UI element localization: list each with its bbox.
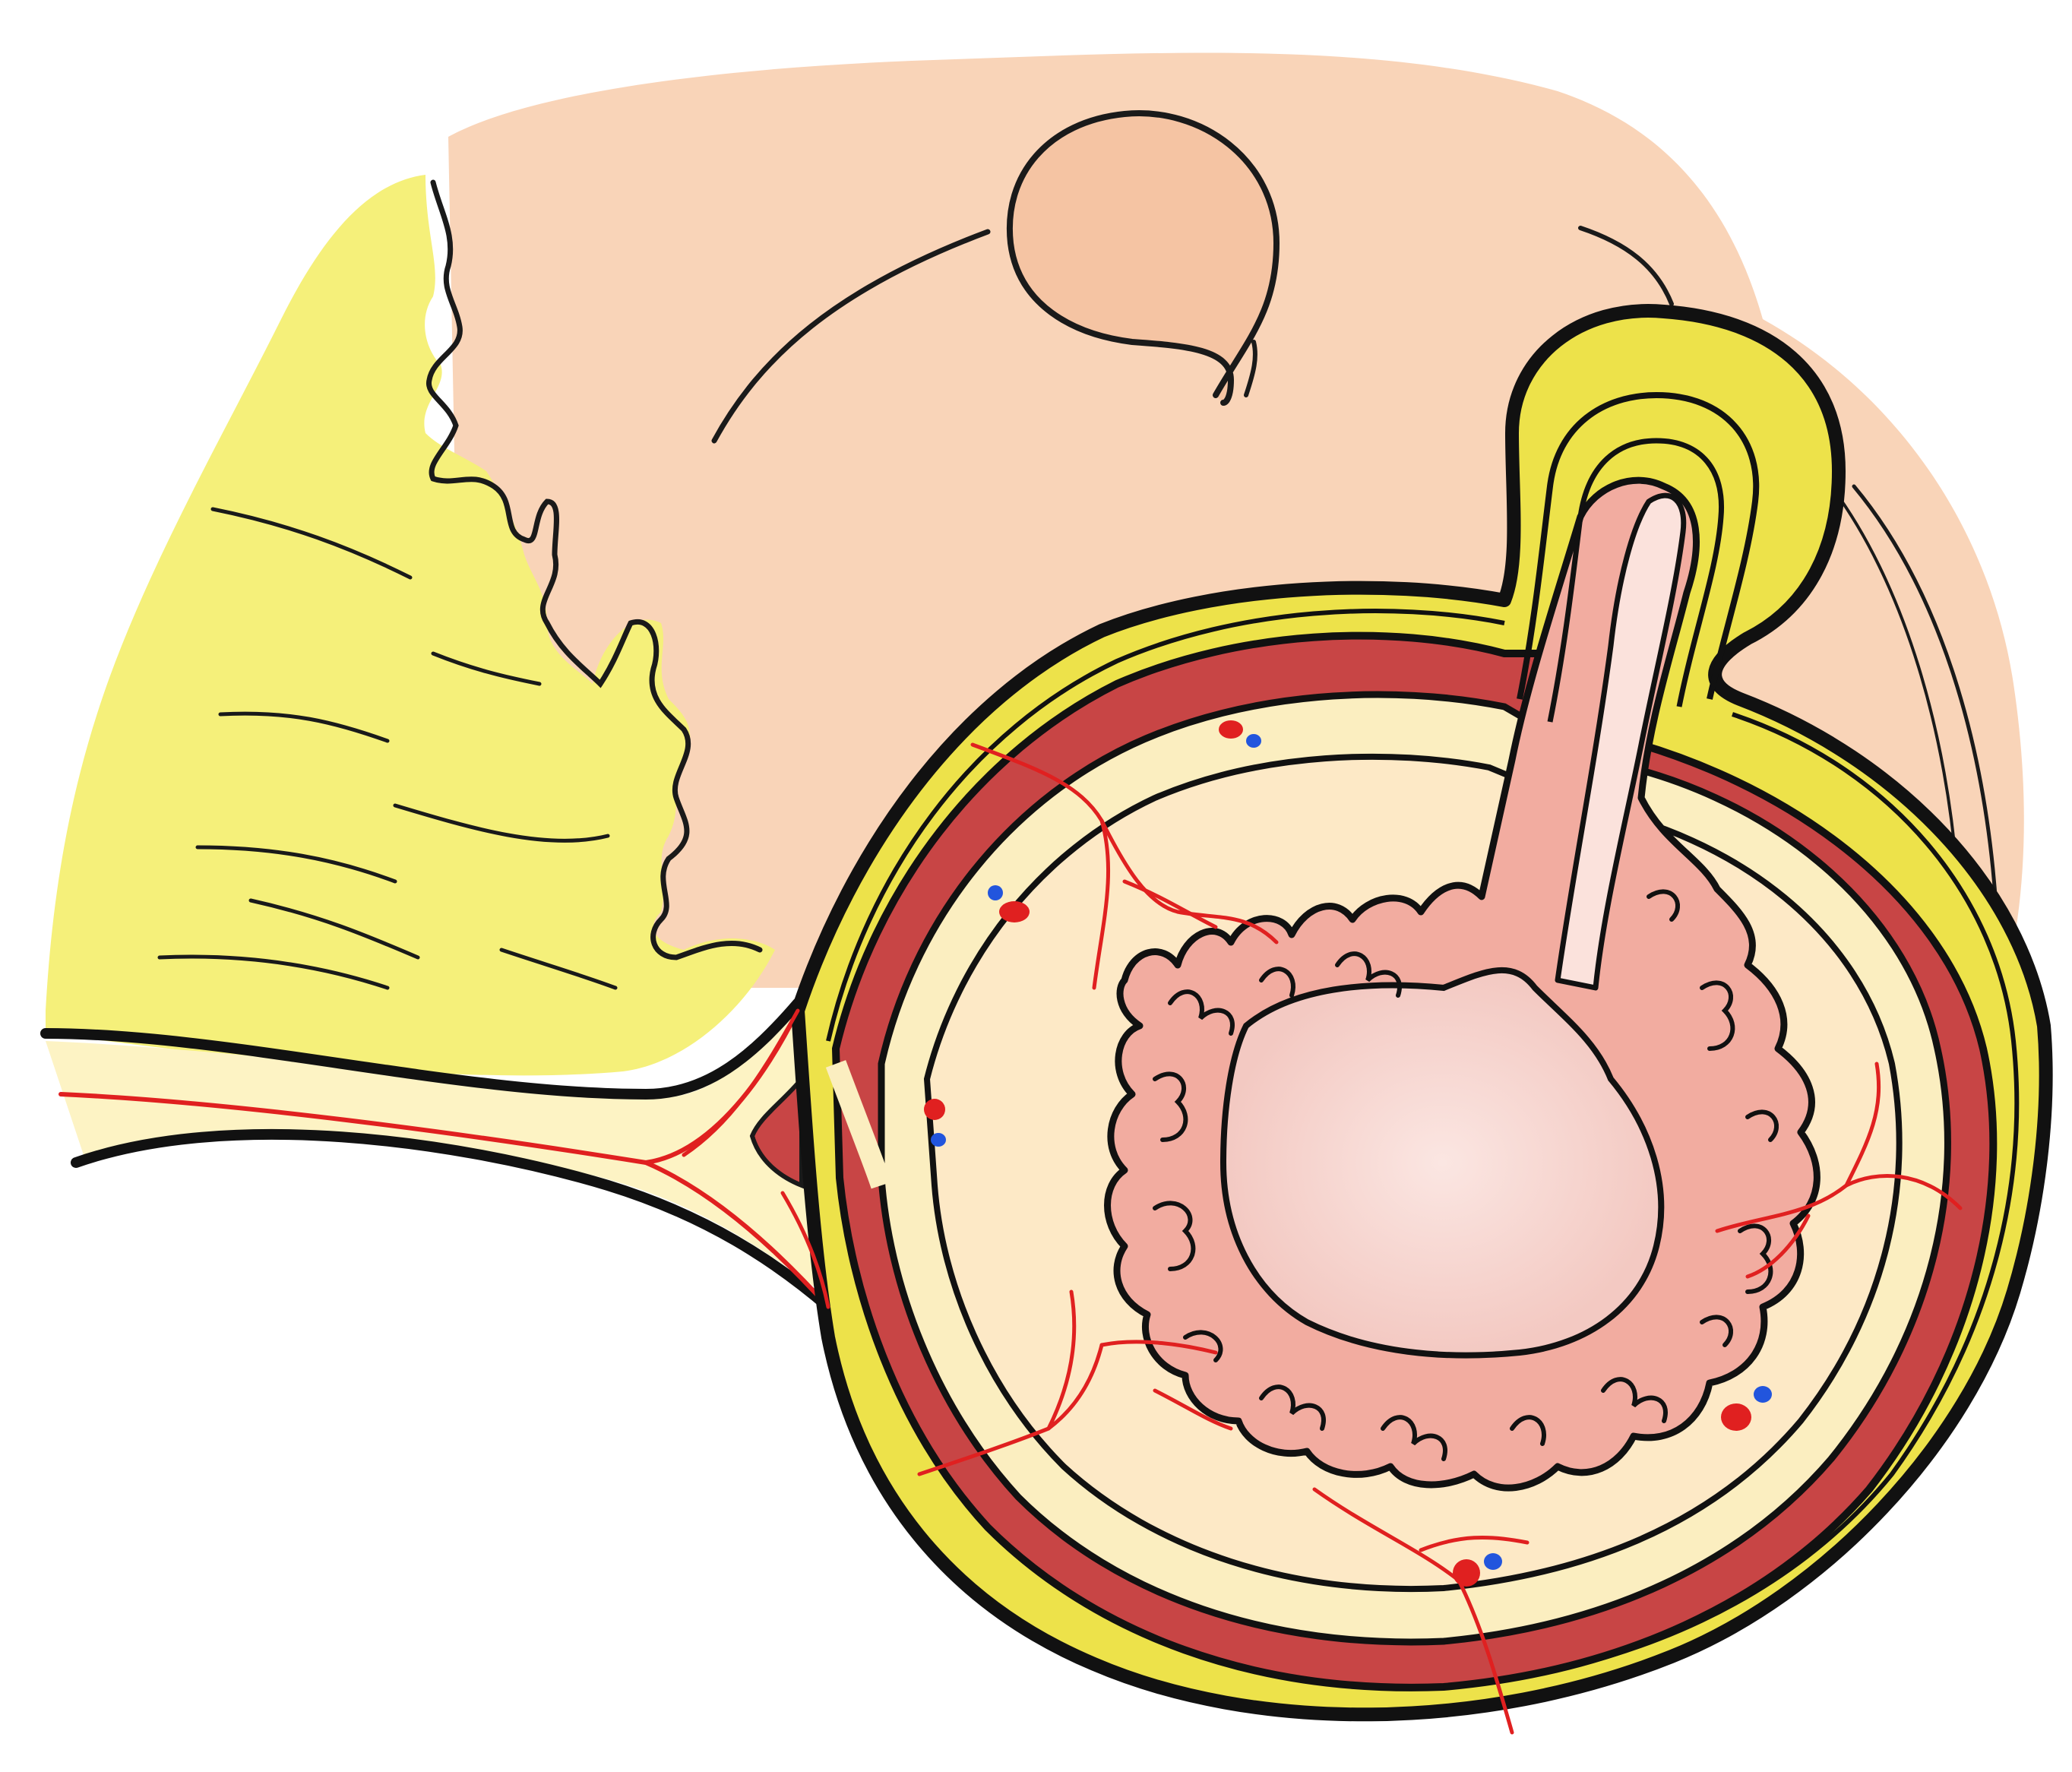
bowel-cross-section-diagram bbox=[0, 0, 2072, 1772]
diagram-canvas bbox=[0, 0, 2072, 1772]
